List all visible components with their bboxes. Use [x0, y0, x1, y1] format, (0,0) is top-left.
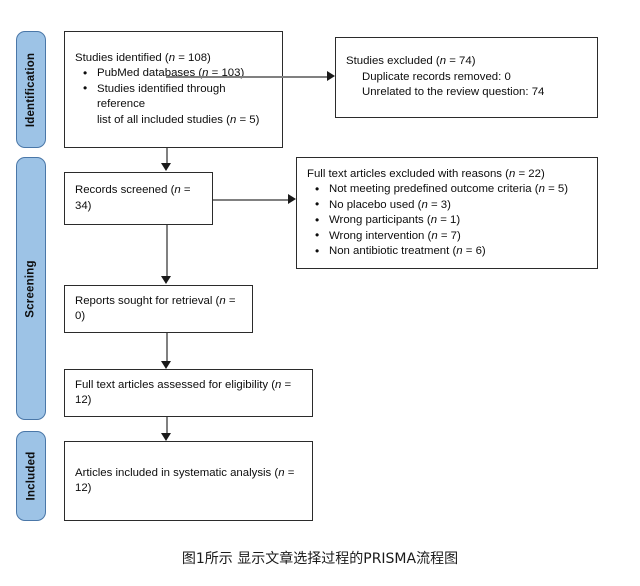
connector-identified-to-excluded	[166, 76, 329, 78]
box-studies-identified: Studies identified (n = 108) PubMed data…	[64, 31, 283, 148]
stage-label-included: Included	[25, 451, 38, 501]
bullet-reference-list-cont: list of all included studies (n = 5)	[97, 113, 260, 126]
box-studies-excluded: Studies excluded (n = 74) Duplicate reco…	[335, 37, 598, 118]
stage-pill-screening: Screening	[16, 157, 46, 420]
arrowhead-assessed-to-included	[161, 433, 171, 441]
italic-n: n	[538, 183, 545, 195]
reports-sought-text: Reports sought for retrieval (n = 0)	[75, 294, 236, 323]
studies-excluded-unrelated: Unrelated to the review question: 74	[362, 86, 545, 99]
stage-label-screening: Screening	[25, 259, 37, 318]
box-reports-sought: Reports sought for retrieval (n = 0)	[64, 285, 253, 333]
bullet-pubmed-databases: PubMed databases (n = 103)	[75, 66, 272, 82]
italic-n: n	[508, 167, 516, 180]
figure-caption: 图1所示 显示文章选择过程的PRISMA流程图	[181, 551, 459, 567]
fulltext-excluded-bullets: Not meeting predefined outcome criteria …	[307, 182, 587, 260]
connector-screened-to-reports-sought	[166, 225, 168, 278]
italic-n: n	[421, 198, 428, 211]
italic-n: n	[430, 214, 438, 226]
stage-pill-identification: Identification	[16, 31, 46, 148]
box-fulltext-excluded: Full text articles excluded with reasons…	[296, 157, 598, 269]
box-fulltext-assessed: Full text articles assessed for eligibil…	[64, 369, 313, 417]
bullet-wrong-intervention: Wrong intervention (n = 7)	[307, 228, 587, 245]
connector-reports-sought-to-assessed	[166, 333, 168, 363]
connector-assessed-to-included	[166, 417, 168, 437]
italic-n: n	[278, 466, 285, 479]
box-articles-included: Articles included in systematic analysis…	[64, 441, 313, 521]
studies-excluded-title: Studies excluded (n = 74)	[346, 55, 476, 68]
arrowhead-reports-sought-to-assessed	[161, 361, 171, 369]
stage-label-identification: Identification	[25, 52, 38, 127]
fulltext-assessed-text: Full text articles assessed for eligibil…	[75, 378, 292, 407]
arrowhead-identified-to-screened	[161, 163, 171, 171]
bullet-wrong-participants: Wrong participants (n = 1)	[307, 213, 587, 229]
italic-n: n	[168, 51, 176, 64]
arrowhead-identified-to-excluded	[327, 71, 335, 81]
bullet-non-antibiotic: Non antibiotic treatment (n = 6)	[307, 244, 587, 260]
fulltext-excluded-title: Full text articles excluded with reasons…	[307, 167, 545, 180]
italic-n: n	[439, 55, 447, 68]
connector-screened-to-fulltext-excluded	[213, 199, 291, 201]
arrowhead-screened-to-reports-sought	[161, 276, 171, 284]
italic-n: n	[431, 229, 438, 242]
italic-n: n	[219, 294, 226, 307]
bullet-not-meeting-outcome: Not meeting predefined outcome criteria …	[307, 182, 587, 198]
records-screened-text: Records screened (n = 34)	[75, 184, 191, 212]
bullet-reference-list: Studies identified through reference lis…	[75, 81, 272, 129]
italic-n: n	[229, 113, 237, 126]
italic-n: n	[456, 245, 463, 257]
box-records-screened: Records screened (n = 34)	[64, 172, 213, 225]
studies-identified-title: Studies identified (n = 108)	[75, 51, 211, 64]
connector-identified-to-screened	[166, 148, 168, 165]
bullet-no-placebo: No placebo used (n = 3)	[307, 197, 587, 214]
italic-n: n	[174, 184, 181, 196]
studies-excluded-duplicates: Duplicate records removed: 0	[362, 70, 511, 83]
arrowhead-screened-to-fulltext-excluded	[288, 194, 296, 204]
stage-pill-included: Included	[16, 431, 46, 521]
italic-n: n	[202, 67, 209, 80]
articles-included-text: Articles included in systematic analysis…	[75, 466, 295, 495]
italic-n: n	[275, 378, 282, 391]
